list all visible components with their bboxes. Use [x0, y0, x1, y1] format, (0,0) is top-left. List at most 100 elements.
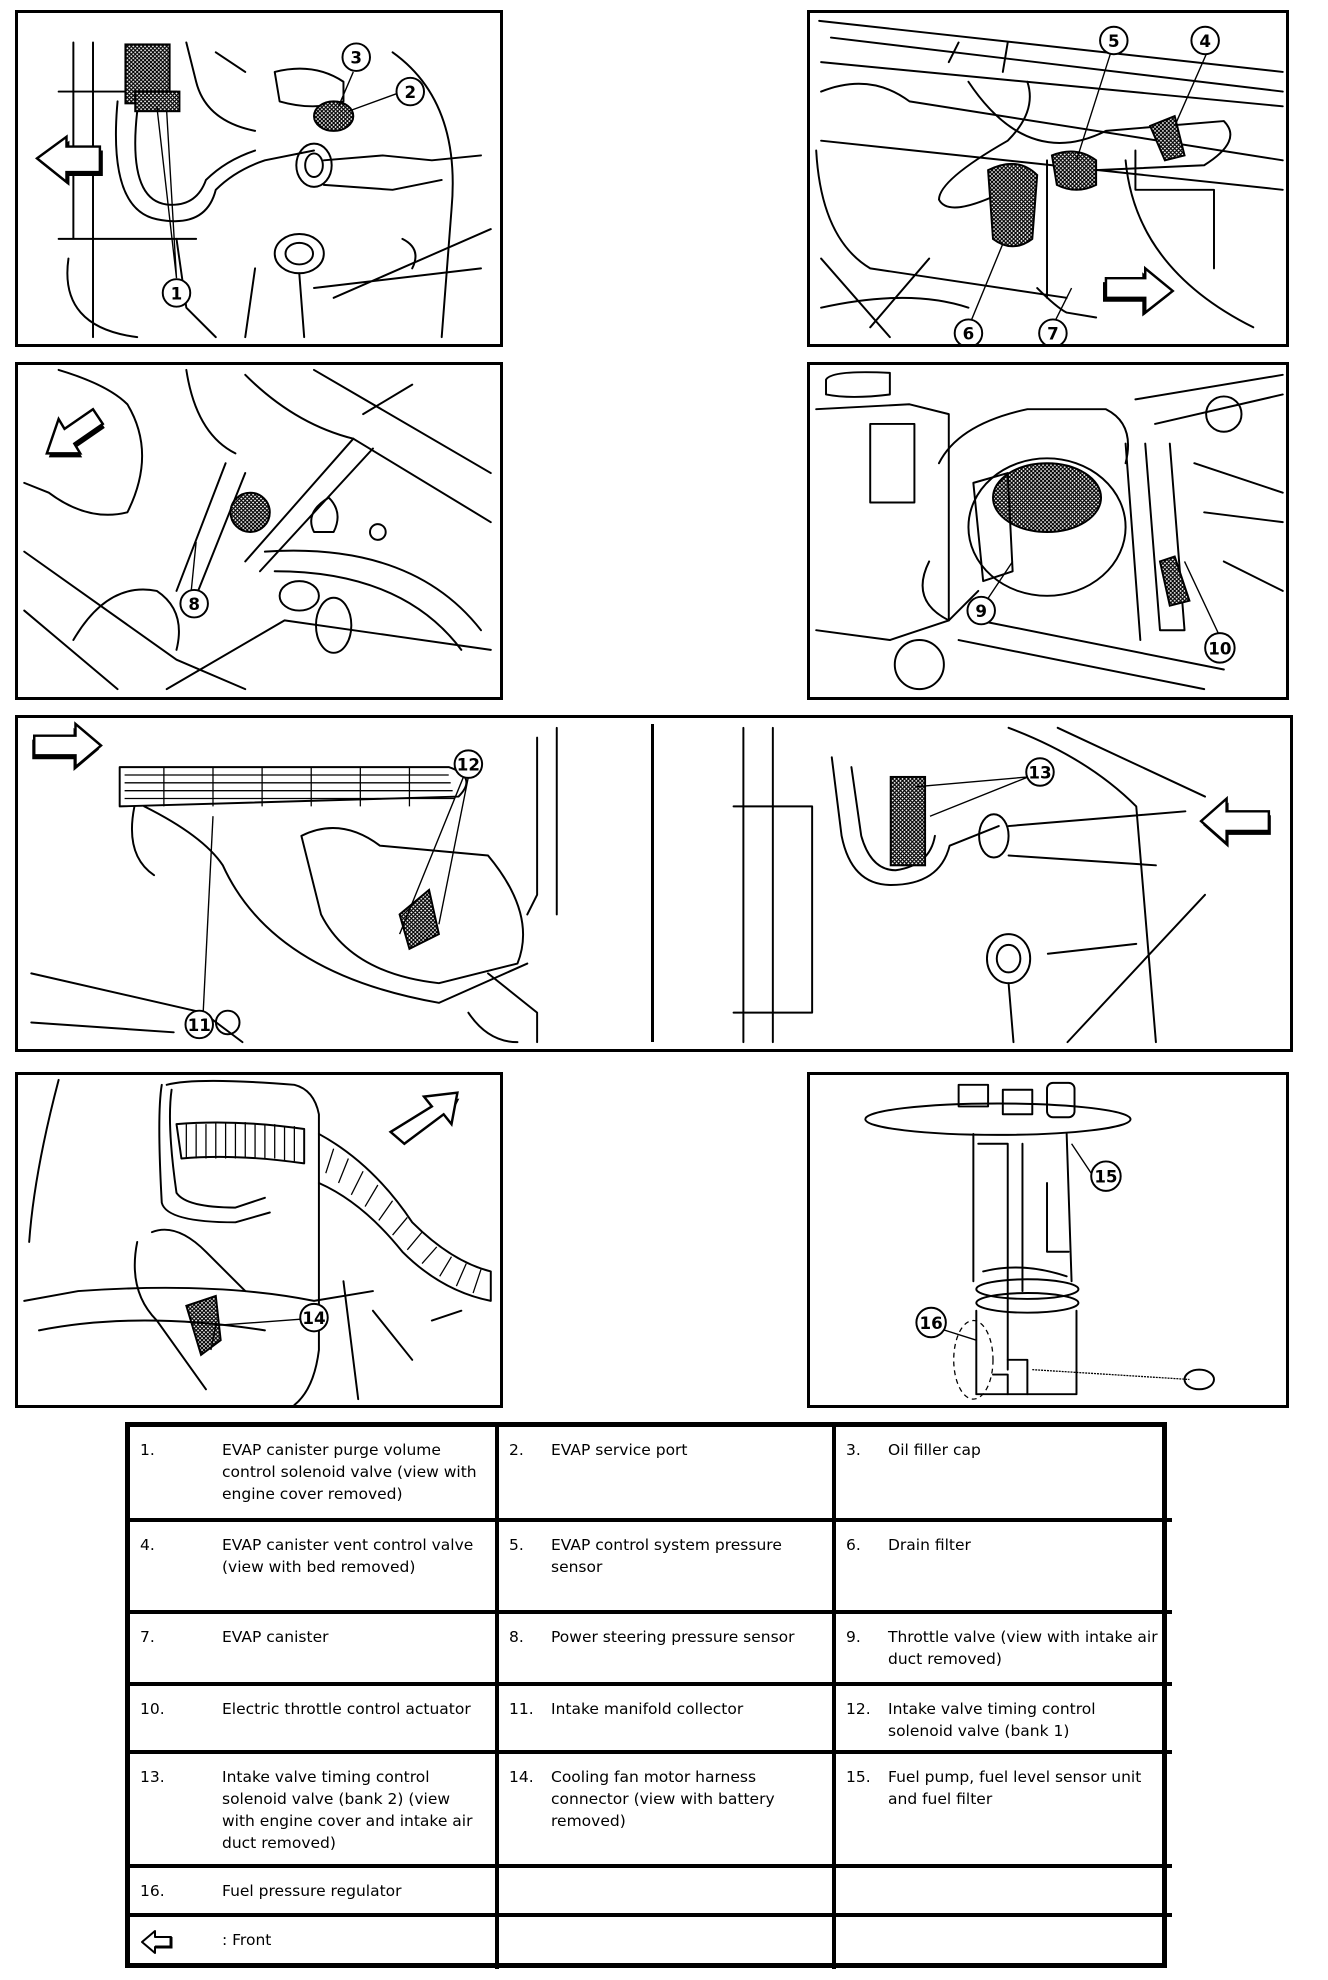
- svg-text:11: 11: [188, 1016, 211, 1035]
- legend-item-13: 13. Intake valve timing control solenoid …: [140, 1766, 485, 1854]
- callout-7: 7: [1038, 318, 1068, 344]
- svg-text:8: 8: [188, 595, 200, 614]
- engine-bay-illustration-2: 5 4 6 7: [815, 19, 1284, 344]
- item-number: 5.: [509, 1536, 524, 1554]
- front-label: : Front: [222, 1931, 272, 1949]
- item-number: 1.: [140, 1441, 155, 1459]
- item-number: 4.: [140, 1536, 155, 1554]
- legend-item-3: 3. Oil filler cap: [846, 1439, 1162, 1461]
- diagram-panel-4: 9 10: [807, 362, 1289, 700]
- svg-text:1: 1: [171, 284, 183, 303]
- item-description: Intake valve timing control solenoid val…: [222, 1768, 473, 1852]
- item-description: EVAP canister purge volume control solen…: [222, 1441, 477, 1503]
- item-number: 9.: [846, 1628, 861, 1646]
- item-description: Oil filler cap: [888, 1441, 981, 1459]
- callout-12: 12: [453, 749, 484, 779]
- item-description: Drain filter: [888, 1536, 971, 1554]
- engine-bay-illustration-5: 11 12 13: [30, 721, 1271, 1044]
- callout-16: 16: [915, 1306, 947, 1339]
- item-number: 16.: [140, 1882, 165, 1900]
- svg-text:14: 14: [302, 1309, 325, 1328]
- item-number: 12.: [846, 1700, 871, 1718]
- item-description: Electric throttle control actuator: [222, 1700, 471, 1718]
- callout-2: 2: [395, 76, 425, 107]
- item-description: Fuel pump, fuel level sensor unit and fu…: [888, 1768, 1142, 1808]
- diagram-panel-6: 14: [15, 1072, 503, 1408]
- item-number: 15.: [846, 1768, 871, 1786]
- item-description: Throttle valve (view with intake air duc…: [888, 1628, 1158, 1668]
- callout-11: 11: [184, 1009, 214, 1040]
- svg-text:6: 6: [963, 325, 975, 344]
- legend-empty-cell: [832, 1913, 1172, 1969]
- legend-front-item: : Front: [140, 1929, 485, 1961]
- item-number: 11.: [509, 1700, 534, 1718]
- item-number: 3.: [846, 1441, 861, 1459]
- svg-text:4: 4: [1199, 32, 1211, 51]
- item-description: Cooling fan motor harness connector (vie…: [551, 1768, 775, 1830]
- diagram-panel-3: 8: [15, 362, 503, 700]
- front-arrow-icon: [35, 134, 103, 186]
- callout-13: 13: [1025, 757, 1055, 787]
- engine-bay-illustration-1: 1 3 2: [35, 41, 492, 339]
- diagram-panel-7: 15 16: [807, 1072, 1289, 1408]
- diagram-panel-2: 5 4 6 7: [807, 10, 1289, 347]
- legend-row: 7.EVAP canister 8. Power steering pressur…: [130, 1610, 1172, 1686]
- engine-bay-illustration-3: 8: [23, 368, 492, 691]
- legend-row: : Front: [130, 1913, 1172, 1969]
- item-description: Intake valve timing control solenoid val…: [888, 1700, 1096, 1740]
- item-description: EVAP control system pressure sensor: [551, 1536, 782, 1576]
- svg-text:2: 2: [404, 83, 416, 102]
- legend-row: 13. Intake valve timing control solenoid …: [130, 1750, 1172, 1868]
- svg-text:9: 9: [975, 602, 987, 621]
- item-description: EVAP canister: [222, 1628, 329, 1646]
- legend-empty-cell: [832, 1864, 1172, 1917]
- callout-5: 5: [1099, 25, 1129, 56]
- front-arrow-icon: [140, 1929, 222, 1961]
- front-arrow-icon: [1103, 265, 1175, 317]
- item-description: Fuel pressure regulator: [222, 1882, 402, 1900]
- item-number: 10.: [140, 1700, 165, 1718]
- callout-1: 1: [161, 278, 192, 308]
- callout-4: 4: [1190, 25, 1220, 56]
- callout-3: 3: [341, 42, 371, 72]
- svg-text:15: 15: [1094, 1168, 1117, 1187]
- front-arrow-icon: [1199, 795, 1271, 848]
- item-number: 14.: [509, 1768, 534, 1786]
- legend-item-14: 14. Cooling fan motor harness connector (…: [509, 1766, 822, 1832]
- legend-item-7: 7.EVAP canister: [140, 1626, 485, 1648]
- fuel-pump-illustration: 15 16: [864, 1081, 1215, 1400]
- front-arrow-icon: [32, 721, 103, 772]
- legend-empty-cell: [495, 1864, 836, 1917]
- legend-row: 4. EVAP canister vent control valve (view…: [130, 1518, 1172, 1614]
- front-arrow-icon: [388, 1091, 460, 1146]
- legend-item-4: 4. EVAP canister vent control valve (view…: [140, 1534, 485, 1578]
- item-number: 6.: [846, 1536, 861, 1554]
- item-description: EVAP service port: [551, 1441, 688, 1459]
- diagram-panel-5: 11 12 13: [15, 715, 1293, 1052]
- svg-text:7: 7: [1047, 325, 1059, 344]
- item-description: Intake manifold collector: [551, 1700, 744, 1718]
- engine-bay-illustration-4: 9 10: [815, 371, 1284, 691]
- item-description: Power steering pressure sensor: [551, 1628, 795, 1646]
- legend-row: 1. EVAP canister purge volume control sol…: [130, 1427, 1172, 1522]
- svg-text:10: 10: [1208, 639, 1231, 658]
- legend-item-16: 16. Fuel pressure regulator: [140, 1880, 485, 1902]
- callout-14: 14: [299, 1302, 329, 1333]
- legend-item-12: 12. Intake valve timing control solenoid …: [846, 1698, 1162, 1742]
- svg-text:12: 12: [457, 756, 480, 775]
- item-number: 8.: [509, 1628, 524, 1646]
- legend-item-1: 1. EVAP canister purge volume control sol…: [140, 1439, 485, 1505]
- legend-table: 1. EVAP canister purge volume control sol…: [125, 1422, 1172, 1969]
- callout-6: 6: [953, 318, 984, 344]
- front-arrow-icon: [45, 407, 105, 458]
- legend-item-8: 8. Power steering pressure sensor: [509, 1626, 822, 1648]
- svg-text:5: 5: [1108, 32, 1120, 51]
- panel-divider: [651, 724, 654, 1042]
- item-description: EVAP canister vent control valve (view w…: [222, 1536, 474, 1576]
- engine-bay-illustration-6: 14: [23, 1078, 492, 1405]
- callout-9: 9: [966, 595, 996, 626]
- diagram-panel-1: 1 3 2: [15, 10, 503, 347]
- callout-10: 10: [1204, 632, 1236, 664]
- item-number: 13.: [140, 1768, 165, 1786]
- legend-item-5: 5. EVAP control system pressure sensor: [509, 1534, 822, 1578]
